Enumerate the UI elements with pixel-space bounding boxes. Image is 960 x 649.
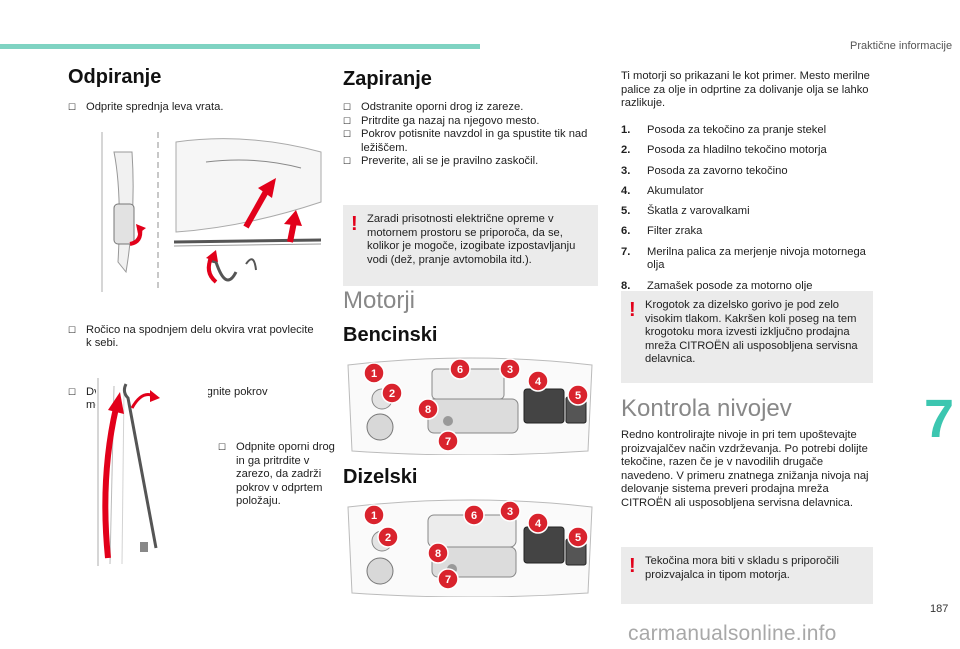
list-item: 2.Posoda za hladilno tekočino motorja [621,144,827,157]
heading-motors: Motorji [343,287,416,314]
callout-badge-8: 8 [427,542,449,564]
list-item: 7.Merilna palica za merjenje nivoja moto… [621,245,866,272]
section-title: Praktične informacije [850,40,953,52]
svg-text:6: 6 [457,364,463,376]
heading-petrol: Bencinski [343,324,438,346]
list-item: 5.Škatla z varovalkami [621,205,750,218]
callout-badge-6: 6 [463,504,485,526]
warning-box-diesel: ! Krogotok za dizelsko gorivo je pod zel… [621,291,873,383]
heading-closing: Zapiranje [343,68,432,90]
callout-badge-4: 4 [527,512,549,534]
svg-text:1: 1 [371,510,377,522]
callout-badge-2: 2 [381,382,403,404]
step-pull-lever: ☐Ročico na spodnjem delu okvira vrat pov… [68,323,314,350]
checkbox-icon: ☐ [68,102,77,112]
svg-text:8: 8 [435,548,441,560]
warning-text: Krogotok za dizelsko gorivo je pod zelo … [645,299,858,366]
page-number: 187 [930,603,949,615]
svg-text:2: 2 [385,532,391,544]
illustration-prop-rod [96,378,208,566]
svg-text:4: 4 [535,376,542,388]
callout-badge-4: 4 [527,370,549,392]
svg-text:1: 1 [371,368,377,380]
callout-badge-7: 7 [437,568,459,590]
list-item: 4.Akumulator [621,184,704,197]
svg-text:3: 3 [507,364,513,376]
callout-badge-3: 3 [499,500,521,522]
closing-step: ☐Odstranite oporni drog iz zareze. [343,101,524,113]
checkbox-icon: ☐ [68,386,77,397]
svg-text:7: 7 [445,436,451,448]
closing-steps: ☐Odstranite oporni drog iz zareze. ☐Prit… [343,101,598,169]
heading-diesel: Dizelski [343,466,418,488]
svg-text:5: 5 [575,532,581,544]
chapter-tab: 7 [924,389,955,449]
warning-icon: ! [629,555,636,577]
list-item: 8.Zamašek posode za motorno olje [621,279,813,292]
heading-opening: Odpiranje [68,66,162,88]
petrol-callouts: 1 2 3 4 5 6 7 8 [363,358,589,452]
checkbox-icon: ☐ [343,115,352,126]
warning-text: Zaradi prisotnosti električne opreme v m… [367,213,576,266]
callout-badge-1: 1 [363,362,385,384]
svg-text:3: 3 [507,506,513,518]
step-prop-rod: ☐Odpnite oporni drog in ga pritrdite v z… [218,440,335,508]
closing-step: ☐Preverite, ali se je pravilno zaskočil. [343,155,539,168]
callout-badge-7: 7 [437,430,459,452]
level-check-text: Redno kontrolirajte nivoje in pri tem up… [621,429,869,509]
svg-text:6: 6 [471,510,477,522]
svg-text:2: 2 [389,388,395,400]
step-open-door: ☐Odprite sprednja leva vrata. [68,101,224,113]
illustration-bonnet-release [96,132,326,292]
callout-badge-6: 6 [449,358,471,380]
callout-badge-3: 3 [499,358,521,380]
svg-text:8: 8 [425,404,431,416]
warning-icon: ! [629,299,636,321]
checkbox-icon: ☐ [343,102,352,112]
svg-text:5: 5 [575,390,581,402]
checkbox-icon: ☐ [218,441,227,452]
callout-badge-1: 1 [363,504,385,526]
warning-box-electrical: ! Zaradi prisotnosti električne opreme v… [343,205,598,286]
callout-badge-8: 8 [417,398,439,420]
diesel-callouts: 1 2 3 4 5 6 7 8 [363,500,589,590]
list-item: 3.Posoda za zavorno tekočino [621,164,788,177]
checkbox-icon: ☐ [343,129,352,140]
diagram-diesel-engine [340,497,600,598]
closing-step: ☐Pokrov potisnite navzdol in ga spustite… [343,128,588,154]
engines-intro: Ti motorji so prikazani le kot primer. M… [621,70,870,110]
svg-text:7: 7 [445,574,451,586]
callout-badge-2: 2 [377,526,399,548]
warning-icon: ! [351,213,358,235]
warning-box-fluids: ! Tekočina mora biti v skladu s priporoč… [621,547,873,604]
engine-parts-list: 1.Posoda za tekočino za pranje stekel 2.… [621,124,871,300]
list-item: 6.Filter zraka [621,225,703,238]
list-item: 1.Posoda za tekočino za pranje stekel [621,124,827,136]
header-accent-bar [0,44,480,49]
callout-badge-5: 5 [567,384,589,406]
checkbox-icon: ☐ [343,156,352,167]
heading-level-check: Kontrola nivojev [621,395,792,422]
warning-text: Tekočina mora biti v skladu s priporočil… [645,555,839,581]
closing-step: ☐Pritrdite ga nazaj na njegovo mesto. [343,114,540,127]
checkbox-icon: ☐ [68,324,77,335]
watermark: carmanualsonline.info [628,622,837,645]
callout-badge-5: 5 [567,526,589,548]
svg-text:4: 4 [535,518,542,530]
